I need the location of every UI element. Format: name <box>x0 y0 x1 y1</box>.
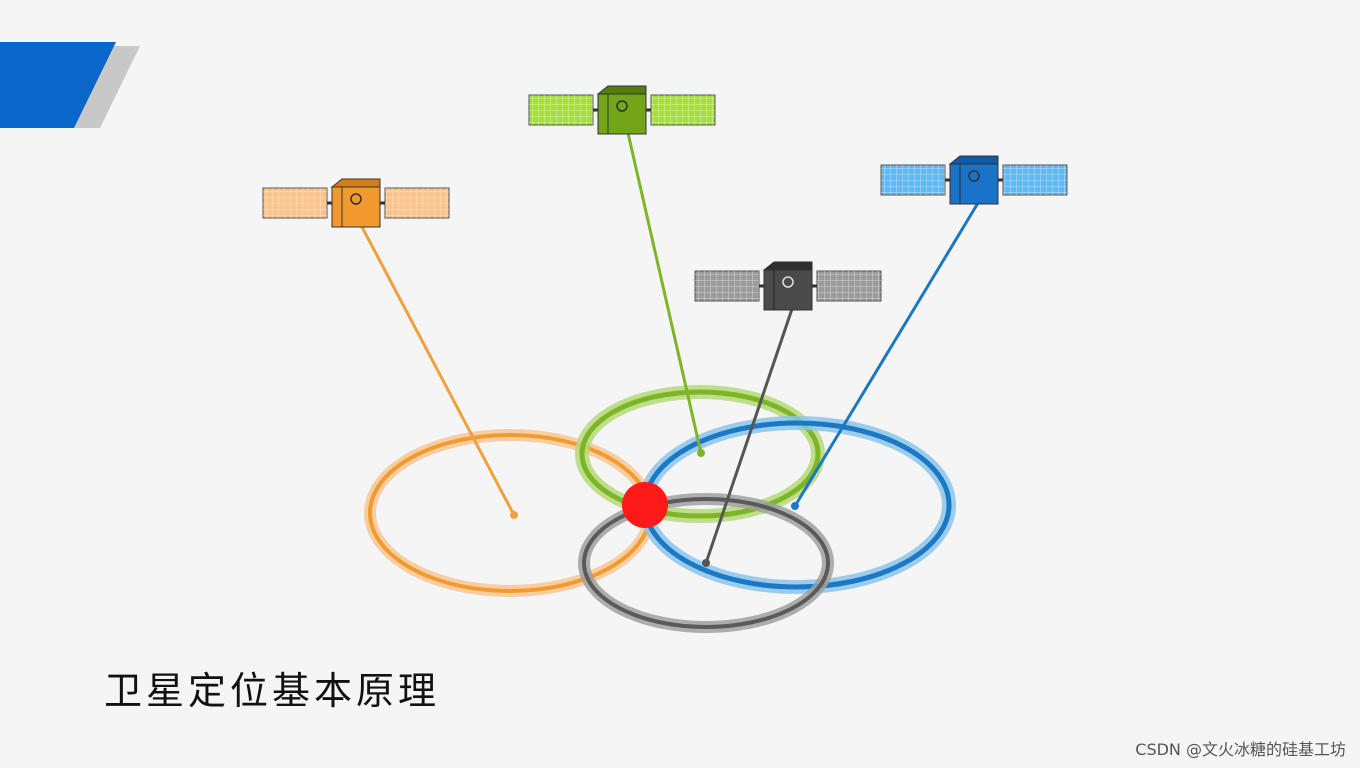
signal-lines <box>360 132 980 567</box>
green-signal-line <box>626 132 703 454</box>
gray-range-ring <box>578 493 834 633</box>
satellite-icon <box>694 261 882 311</box>
blue-signal-line <box>793 202 980 507</box>
slide-title: 卫星定位基本原理 <box>104 669 441 713</box>
watermark: CSDN @文火冰糖的硅基工坊 <box>1135 740 1346 759</box>
green-range-ring <box>575 385 825 523</box>
satellite-icon <box>262 178 450 228</box>
corner-banner <box>0 42 116 128</box>
gray-signal-line <box>704 308 794 564</box>
satellite-blue <box>880 155 1068 205</box>
satellite-green <box>528 85 716 135</box>
satellite-icon <box>880 155 1068 205</box>
satellite-orange <box>262 178 450 228</box>
orange-signal-line <box>360 226 516 516</box>
satellite-gray <box>694 261 882 311</box>
satellite-icon <box>528 85 716 135</box>
position-fix-dot <box>622 482 668 528</box>
orange-range-ring <box>364 429 656 597</box>
